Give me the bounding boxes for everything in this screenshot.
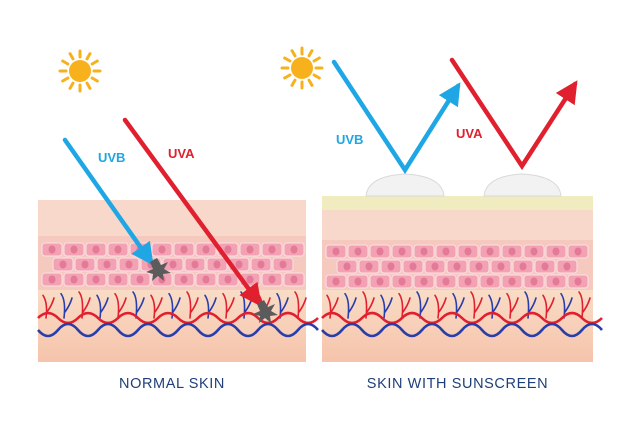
damage-burst-icon: [253, 300, 278, 323]
stratum-top: [322, 210, 593, 240]
panel-skin-with-sunscreen: UVB UVA: [280, 46, 603, 362]
uvb-ray: [331, 59, 461, 175]
caption-normal-skin: NORMAL SKIN: [119, 376, 225, 392]
uvb-label: UVB: [336, 132, 363, 147]
sunscreen-droplet-icon: [483, 173, 562, 197]
blood-vessels: [321, 291, 603, 338]
uvb-label: UVB: [98, 150, 125, 165]
epidermal-cells: [325, 244, 589, 289]
panel-normal-skin: UVB UVA: [37, 49, 319, 362]
skin-layers: [37, 200, 319, 362]
caption-skin-with-sunscreen: SKIN WITH SUNSCREEN: [366, 376, 549, 392]
sun-icon: [58, 49, 102, 93]
damage-burst-icon: [146, 258, 171, 281]
sunscreen-layer: [322, 196, 593, 210]
blood-vessels: [37, 291, 319, 338]
uvb-ray: [62, 137, 154, 266]
uva-label: UVA: [456, 126, 483, 141]
uva-ray: [122, 117, 262, 307]
sunscreen-droplet-icon: [365, 173, 445, 197]
uva-ray: [449, 57, 578, 171]
sun-icon: [280, 46, 324, 90]
stratum-top: [38, 200, 306, 236]
epidermal-cells: [41, 242, 305, 287]
skin-layers: [321, 196, 603, 362]
uva-label: UVA: [168, 146, 195, 161]
